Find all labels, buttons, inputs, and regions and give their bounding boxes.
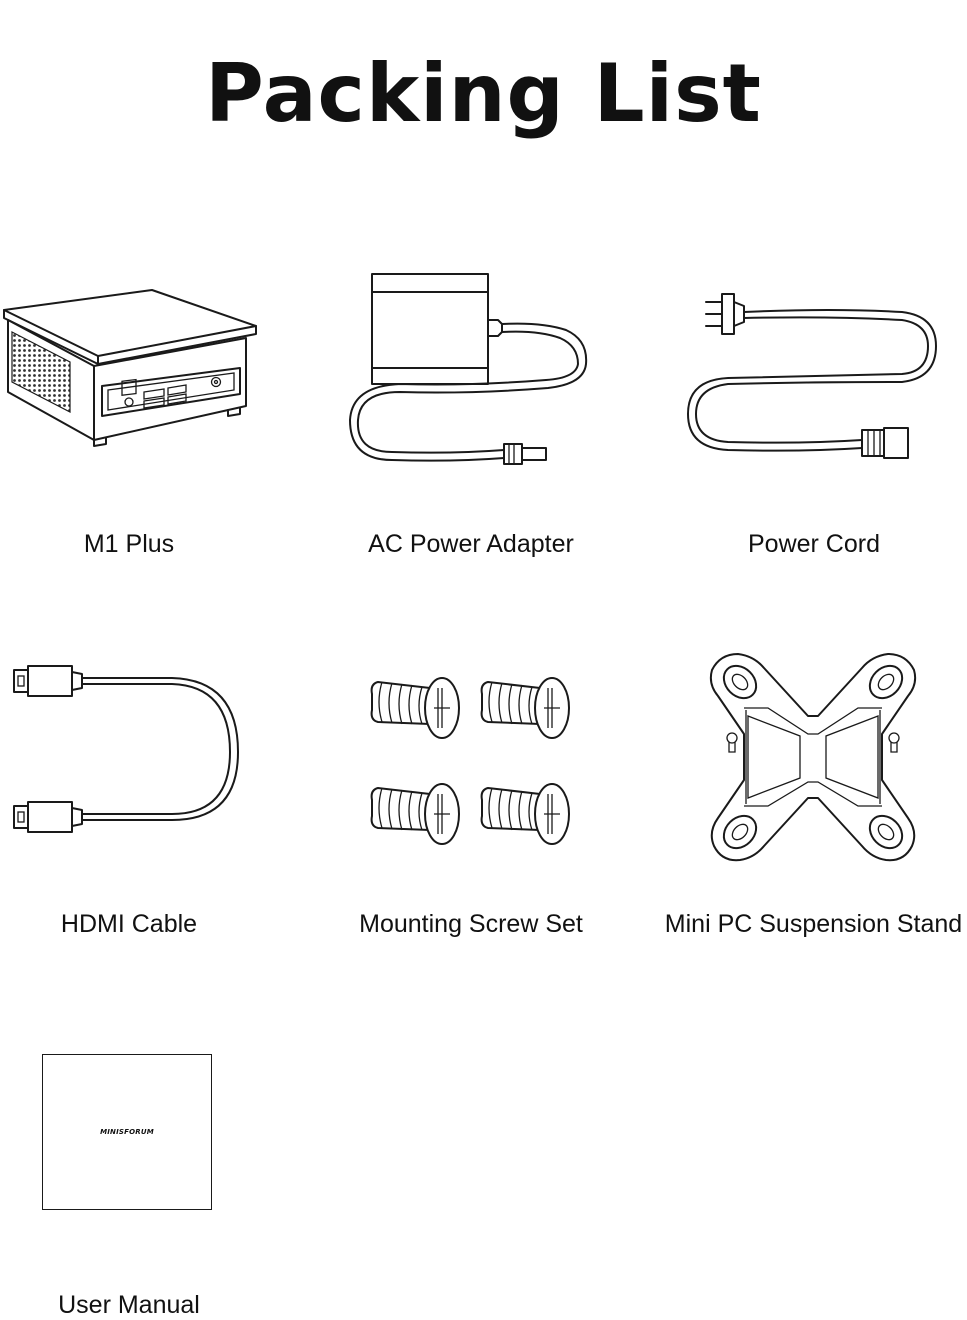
item-label: M1 Plus — [83, 530, 175, 558]
item-label: HDMI Cable — [60, 910, 198, 938]
manual-brand-logo: MINISFORUM — [100, 1128, 154, 1136]
power-cord-icon — [687, 290, 942, 460]
page-title: Packing List — [205, 46, 762, 140]
power-adapter-icon — [349, 270, 592, 465]
item-label: AC Power Adapter — [368, 530, 574, 558]
item-label: User Manual — [58, 1291, 200, 1319]
hdmi-cable-icon — [12, 660, 252, 845]
screw-set-icon — [368, 670, 578, 850]
user-manual-icon: MINISFORUM — [42, 1054, 212, 1210]
item-label: Mounting Screw Set — [359, 910, 583, 938]
item-label: Power Cord — [748, 530, 880, 558]
item-label: Mini PC Suspension Stand — [664, 910, 963, 938]
mini-pc-icon — [2, 288, 262, 448]
vesa-mount-icon — [708, 650, 918, 865]
